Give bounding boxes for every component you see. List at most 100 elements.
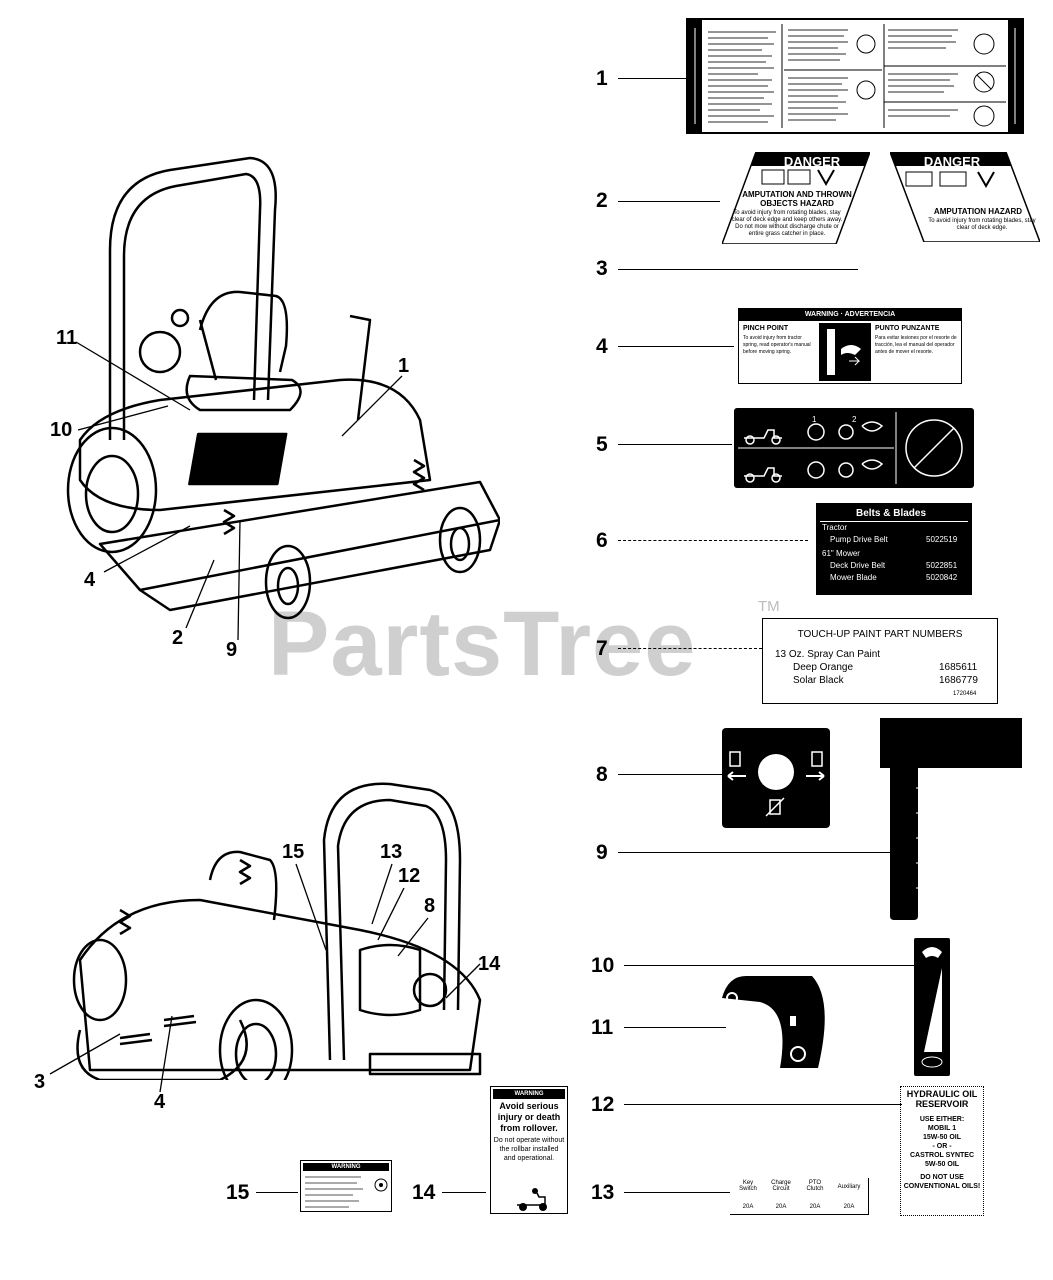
leader-13 <box>624 1192 730 1193</box>
fuse-key-label: Key Switch <box>739 1180 757 1192</box>
decal-14-rollover-warning: WARNING Avoid serious injury or death fr… <box>490 1086 568 1214</box>
leader-15 <box>256 1192 298 1193</box>
callout-10: 10 <box>591 954 615 977</box>
decal-7-row1-value: 1685611 <box>939 662 978 673</box>
top-view-leader-lines <box>75 341 403 641</box>
decal-2-shape <box>722 152 870 244</box>
top-callout-11: 11 <box>56 327 78 349</box>
fuse-charge-value: 20A <box>775 1204 787 1210</box>
mower-rear-view-illustration <box>72 782 482 1080</box>
decal-15-header: WARNING <box>303 1163 389 1171</box>
decal-4-left-title: PINCH POINT <box>743 325 789 332</box>
decal-12-line5: 15W-50 OIL <box>923 1134 961 1141</box>
fuse-key-value: 20A <box>742 1204 754 1210</box>
decal-2-title: AMPUTATION AND THROWN OBJECTS HAZARD <box>742 190 852 208</box>
callout-7: 7 <box>596 637 608 660</box>
decal-4-pinch-point: WARNING · ADVERTENCIA PINCH POINT To avo… <box>738 308 962 384</box>
callout-4: 4 <box>596 335 608 358</box>
decal-9-height-of-cut-ruler <box>876 718 1026 920</box>
decal-6-row1-value: 5022519 <box>926 535 958 544</box>
decal-6-row3-value: 5020842 <box>926 573 958 582</box>
fuse-charge-label: Charge Circuit <box>771 1180 791 1192</box>
decal-4-left-text: To avoid injury from tractor spring, rea… <box>743 335 811 355</box>
decal-6-section-mower: 61" Mower <box>822 549 860 558</box>
decal-14-header: WARNING <box>493 1089 565 1099</box>
leader-7 <box>618 648 762 649</box>
callout-13: 13 <box>591 1181 615 1204</box>
decal-12-line6: - OR - <box>932 1143 952 1150</box>
decal-12-line10: CONVENTIONAL OILS! <box>903 1183 981 1190</box>
callout-3: 3 <box>596 257 608 280</box>
decal-6-section-tractor: Tractor <box>822 523 848 532</box>
callout-15: 15 <box>226 1181 250 1204</box>
top-callout-9: 9 <box>226 639 238 661</box>
leader-11 <box>624 1027 726 1028</box>
leader-3 <box>618 269 858 270</box>
decal-7-touch-up-paint: TOUCH-UP PAINT PART NUMBERS 13 Oz. Spray… <box>762 618 998 704</box>
bottom-callout-13: 13 <box>380 841 403 863</box>
leader-9 <box>618 852 916 853</box>
bottom-callout-8: 8 <box>424 895 436 917</box>
trademark-mark: TM <box>758 598 780 615</box>
callout-9: 9 <box>596 841 608 864</box>
fuse-aux-label: Auxiliary <box>837 1184 861 1190</box>
decal-3-text: To avoid injury from rotating blades, st… <box>928 218 1036 231</box>
callout-5: 5 <box>596 433 608 456</box>
rollover-mower-icon <box>517 1188 547 1211</box>
decal-7-row2-label: Solar Black <box>793 675 844 686</box>
decal-6-row2-value: 5022851 <box>926 561 958 570</box>
decal-3-danger: DANGER AMPUTATION HAZARD To avoid injury… <box>890 152 1040 242</box>
top-callout-1: 1 <box>398 355 410 377</box>
decal-7-subtitle: 13 Oz. Spray Can Paint <box>775 649 881 660</box>
decal-8-fuel-selector <box>722 728 830 828</box>
decal-12-line3: USE EITHER: <box>919 1116 965 1123</box>
decal-14-title: Avoid serious injury or death from rollo… <box>497 1101 561 1133</box>
fuse-pto-value: 20A <box>809 1204 821 1210</box>
callout-14: 14 <box>412 1181 436 1204</box>
decal-7-row1-label: Deep Orange <box>793 662 854 673</box>
callout-6: 6 <box>596 529 608 552</box>
leader-8 <box>618 774 722 775</box>
leader-14 <box>442 1192 486 1193</box>
decal-12-hydraulic-oil: HYDRAULIC OIL RESERVOIR USE EITHER: MOBI… <box>900 1086 984 1216</box>
leader-5 <box>618 444 732 445</box>
decal-6-belts-blades: Belts & Blades Tractor Pump Drive Belt 5… <box>816 503 972 595</box>
decal-5-artwork: 1 2 <box>738 412 963 484</box>
callout-8: 8 <box>596 763 608 786</box>
callout-2: 2 <box>596 189 608 212</box>
decal-12-line4: MOBIL 1 <box>927 1125 957 1132</box>
decal-2-danger: DANGER AMPUTATION AND THROWN OBJECTS HAZ… <box>722 152 870 244</box>
decal-4-right-text: Para evitar lesiones por el resorte de t… <box>875 335 957 355</box>
decal-1-artwork <box>688 20 1022 132</box>
hand-pinch-icon <box>819 323 871 381</box>
top-callout-2: 2 <box>172 627 184 649</box>
fuse-aux-value: 20A <box>843 1204 855 1210</box>
leader-1 <box>618 78 686 79</box>
decal-12-line1: HYDRAULIC OIL <box>906 1089 978 1099</box>
decal-7-row2-value: 1686779 <box>939 675 978 686</box>
decal-15-warning: WARNING <box>300 1160 392 1212</box>
leader-6 <box>618 540 808 541</box>
bottom-callout-12: 12 <box>398 865 421 887</box>
partstree-watermark: PartsTree <box>268 593 697 695</box>
leader-2 <box>618 201 720 202</box>
decal-3-header: DANGER <box>923 154 981 169</box>
callout-1: 1 <box>596 67 608 90</box>
decal-12-line7: CASTROL SYNTEC <box>909 1152 975 1159</box>
decal-6-row1-label: Pump Drive Belt <box>830 535 888 544</box>
decal-12-line8: 5W-50 OIL <box>924 1161 960 1168</box>
decal-14-text: Do not operate without the rollbar insta… <box>493 1137 565 1162</box>
mower-top-view-illustration <box>66 156 500 620</box>
decal-6-row2-label: Deck Drive Belt <box>830 561 886 570</box>
decal-6-row3-label: Mower Blade <box>830 573 877 582</box>
decal-6-title: Belts & Blades <box>856 508 927 519</box>
callout-11: 11 <box>591 1016 614 1039</box>
callout-12: 12 <box>591 1093 615 1116</box>
decal-12-line9: DO NOT USE <box>920 1174 964 1181</box>
bottom-view-leader-lines <box>49 863 481 1093</box>
leader-10 <box>624 965 914 966</box>
bottom-callout-14: 14 <box>478 953 501 975</box>
decal-1-warning-panel <box>686 18 1024 134</box>
decal-5-pictogram: 1 2 <box>734 408 974 488</box>
decal-2-header: DANGER <box>783 154 841 169</box>
